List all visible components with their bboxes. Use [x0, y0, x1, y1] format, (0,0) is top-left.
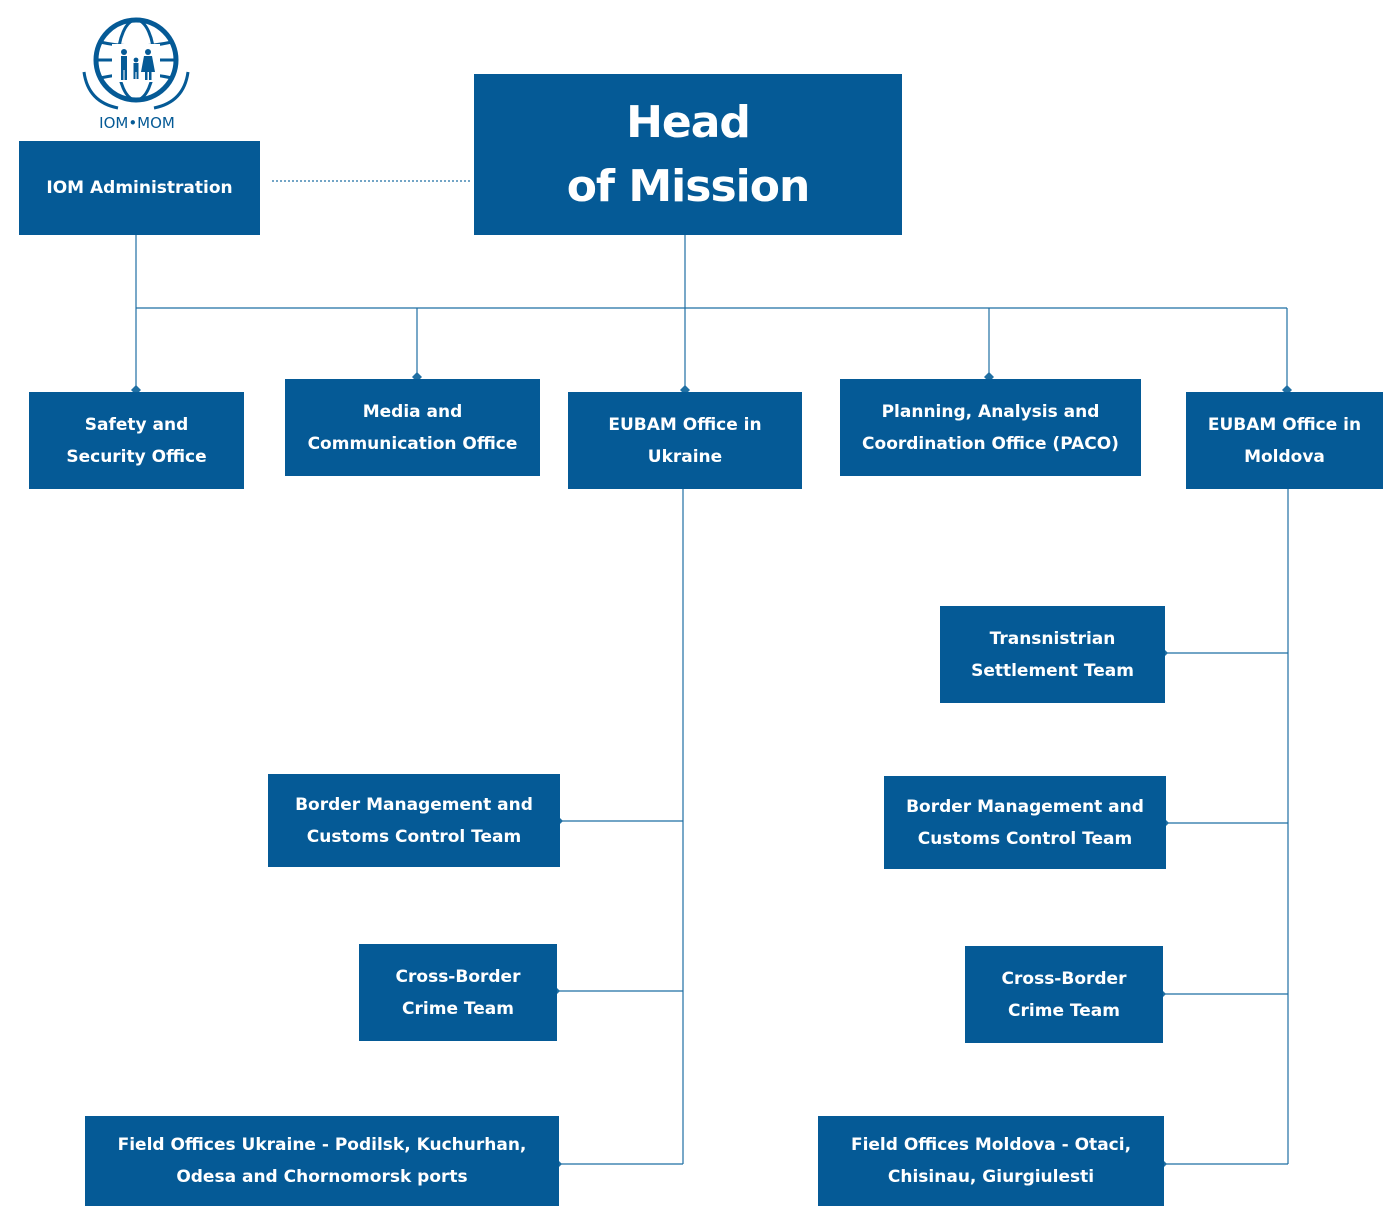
md-transnistrian-settlement-box: Transnistrian Settlement Team — [940, 606, 1165, 703]
paco-box: Planning, Analysis and Coordination Offi… — [840, 379, 1141, 476]
eubam-office-ukraine-box: EUBAM Office in Ukraine — [568, 392, 802, 489]
head-of-mission-box: Head of Mission — [474, 74, 902, 235]
md-cross-border-crime-box: Cross-Border Crime Team — [965, 946, 1163, 1043]
iom-logo: IOM•MOM — [78, 14, 196, 136]
md-field-offices-box: Field Offices Moldova - Otaci, Chisinau,… — [818, 1116, 1164, 1206]
safety-security-office-box: Safety and Security Office — [29, 392, 244, 489]
ua-field-offices-box: Field Offices Ukraine - Podilsk, Kuchurh… — [85, 1116, 559, 1206]
ua-cross-border-crime-box: Cross-Border Crime Team — [359, 944, 557, 1041]
media-communication-office-box: Media and Communication Office — [285, 379, 540, 476]
iom-logo-text: IOM•MOM — [99, 114, 175, 132]
iom-administration-box: IOM Administration — [19, 141, 260, 235]
ua-border-management-box: Border Management and Customs Control Te… — [268, 774, 560, 867]
md-border-management-box: Border Management and Customs Control Te… — [884, 776, 1166, 869]
iom-emblem-icon — [82, 17, 190, 110]
eubam-office-moldova-box: EUBAM Office in Moldova — [1186, 392, 1383, 489]
